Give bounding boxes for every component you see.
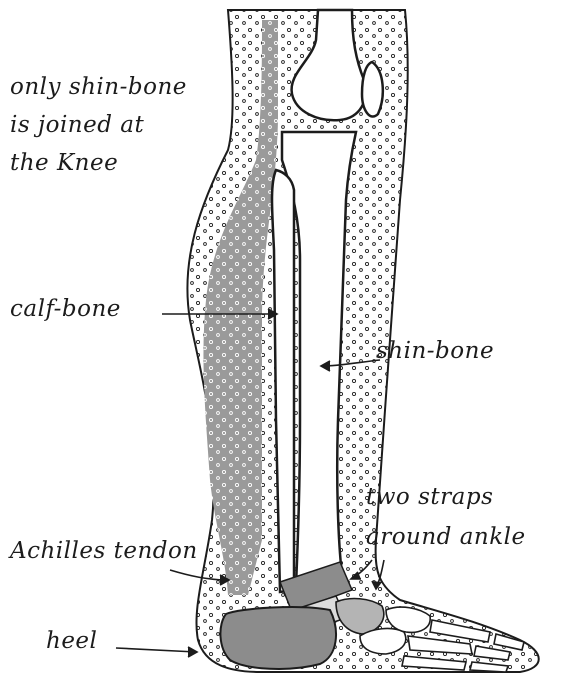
knee-note-line1: only shin-bone <box>10 76 187 99</box>
shin-bone-label: shin-bone <box>376 340 494 363</box>
heel-arrow <box>116 648 196 652</box>
calf-bone-label: calf-bone <box>10 298 121 321</box>
straps-label-line2: around ankle <box>366 526 526 549</box>
heel-label: heel <box>46 630 97 653</box>
kneecap <box>362 62 383 117</box>
heel-bone <box>220 607 336 669</box>
straps-label-line1: two straps <box>366 486 493 509</box>
knee-note-line3: the Knee <box>10 152 118 175</box>
achilles-tendon-label: Achilles tendon <box>10 540 198 563</box>
knee-note-line2: is joined at <box>10 114 144 137</box>
